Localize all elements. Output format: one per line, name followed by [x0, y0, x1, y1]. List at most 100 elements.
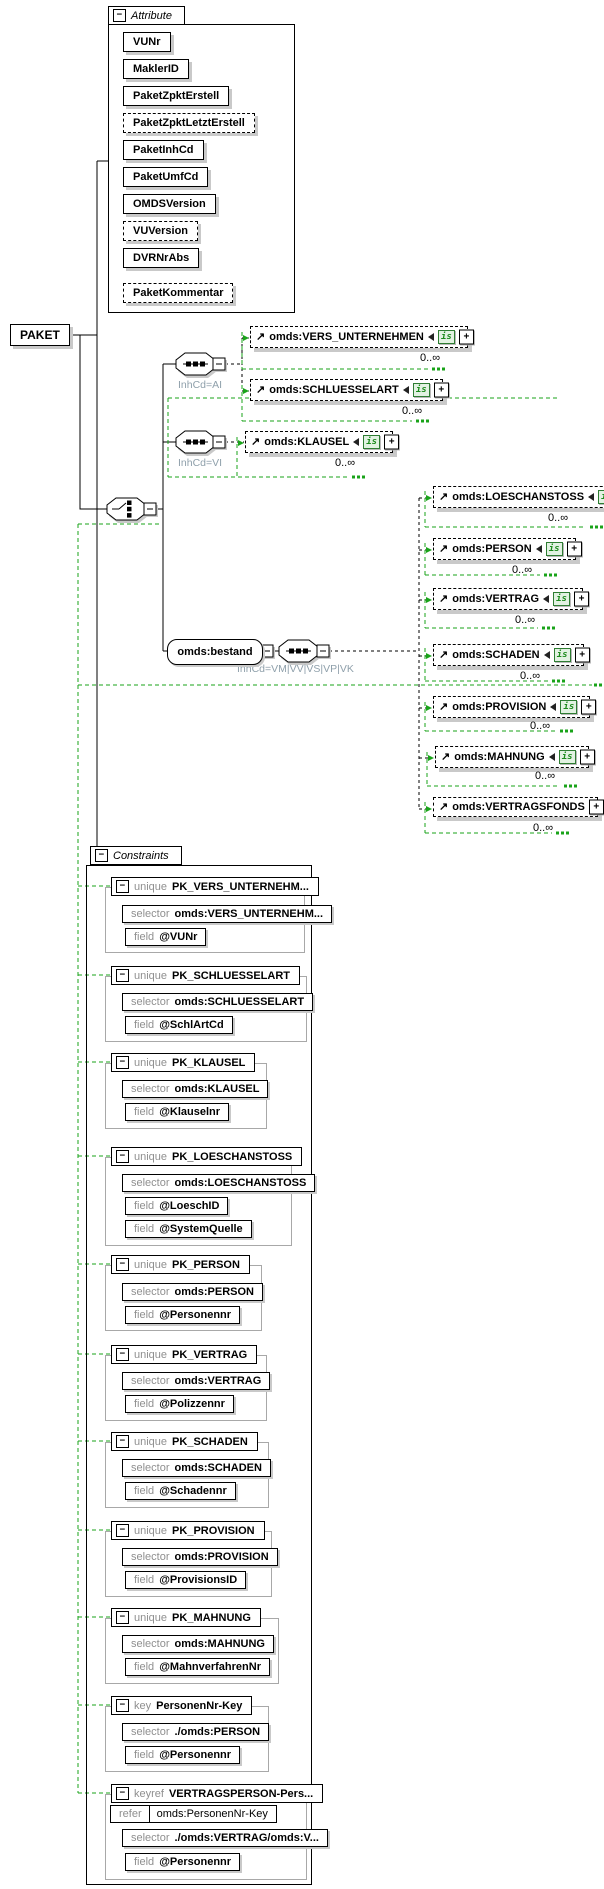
constraint-header[interactable]: − unique PK_VERTRAG — [111, 1345, 258, 1364]
constraint-selector[interactable]: selector omds:VERS_UNTERNEHM... — [122, 905, 333, 923]
collapse-icon[interactable]: − — [116, 1699, 129, 1712]
element-name: omds:SCHADEN — [452, 649, 540, 661]
attribute-paketzpktletzterstell[interactable]: PaketZpktLetztErstell — [123, 113, 255, 133]
choice-connector[interactable] — [106, 497, 158, 523]
element-omds-mahnung[interactable]: ↗ omds:MAHNUNG is + — [435, 746, 595, 768]
constraint-header[interactable]: − unique PK_VERS_UNTERNEHM... — [111, 877, 319, 896]
constraint-header[interactable]: − unique PK_KLAUSEL — [111, 1053, 256, 1072]
constraint-field[interactable]: field @Personennr — [125, 1746, 241, 1764]
constraint-field[interactable]: field @Polizzennr — [125, 1395, 234, 1413]
identity-constraint-badge: is — [553, 592, 570, 606]
identity-constraint-badge: is — [545, 542, 563, 556]
attribute-vunr[interactable]: VUNr — [123, 32, 171, 52]
field-label: field — [134, 1309, 155, 1321]
identity-constraint-badge: is — [437, 330, 455, 344]
selector-value: omds:MAHNUNG — [174, 1638, 265, 1650]
constraint-field[interactable]: field @ProvisionsID — [125, 1571, 247, 1589]
expand-icon[interactable]: + — [574, 647, 590, 663]
constraint-selector[interactable]: selector ./omds:VERTRAG/omds:V... — [122, 1829, 328, 1847]
field-label: field — [134, 1106, 155, 1118]
expand-icon[interactable]: + — [588, 799, 604, 815]
selector-label: selector — [131, 908, 170, 920]
constraint-header[interactable]: − unique PK_PROVISION — [111, 1521, 265, 1540]
field-label: field — [134, 1398, 155, 1410]
constraint-field[interactable]: field @Personennr — [125, 1306, 241, 1324]
attribute-omdsversion[interactable]: OMDSVersion — [123, 194, 216, 214]
collapse-icon[interactable]: − — [116, 1611, 129, 1624]
element-omds-person[interactable]: ↗ omds:PERSON is + — [433, 538, 582, 560]
element-omds-vertragsfonds[interactable]: ↗ omds:VERTRAGSFONDS + — [433, 797, 604, 817]
element-name: omds:VERS_UNTERNEHMEN — [269, 331, 424, 343]
selector-label: selector — [131, 996, 170, 1008]
expand-icon[interactable]: + — [458, 329, 474, 345]
left-arrow-icon — [402, 386, 409, 394]
constraint-selector[interactable]: selector omds:LOESCHANSTOSS — [122, 1174, 316, 1192]
constraint-field[interactable]: field @MahnverfahrenNr — [125, 1658, 270, 1676]
constraint-header[interactable]: − keyref VERTRAGSPERSON-Pers... — [111, 1784, 324, 1803]
element-omds-provision[interactable]: ↗ omds:PROVISION is + — [433, 696, 597, 718]
collapse-icon[interactable]: − — [116, 1258, 129, 1271]
element-omds-loeschanstoss[interactable]: ↗ omds:LOESCHANSTOSS is + — [433, 486, 604, 508]
collapse-icon[interactable]: − — [116, 1348, 129, 1361]
expand-icon[interactable]: + — [566, 541, 582, 557]
constraint-field[interactable]: field @LoeschID — [125, 1197, 229, 1215]
constraint-name: PK_SCHLUESSELART — [172, 969, 291, 982]
collapse-icon[interactable]: − — [116, 1150, 129, 1163]
collapse-icon[interactable]: − — [113, 9, 126, 22]
collapse-icon[interactable]: − — [116, 880, 129, 893]
collapse-icon[interactable]: − — [116, 1787, 129, 1800]
element-omds-klausel[interactable]: ↗ omds:KLAUSEL is + — [245, 431, 400, 453]
constraint-selector[interactable]: selector omds:PERSON — [122, 1283, 263, 1301]
constraint-header[interactable]: − unique PK_LOESCHANSTOSS — [111, 1147, 303, 1166]
constraint-header[interactable]: − unique PK_SCHLUESSELART — [111, 966, 301, 985]
sequence-connector-bestand[interactable] — [278, 639, 331, 665]
constraint-selector[interactable]: selector omds:VERTRAG — [122, 1372, 271, 1390]
sequence-connector-vi[interactable] — [175, 430, 227, 456]
constraint-header[interactable]: − unique PK_SCHADEN — [111, 1432, 258, 1451]
attribute-maklerid[interactable]: MaklerID — [123, 59, 189, 79]
collapse-icon[interactable]: − — [116, 1524, 129, 1537]
expand-icon[interactable]: + — [384, 434, 400, 450]
expand-icon[interactable]: + — [433, 382, 449, 398]
element-name: omds:KLAUSEL — [264, 436, 350, 448]
field-value: @LoeschID — [159, 1200, 220, 1212]
constraint-header[interactable]: − unique PK_MAHNUNG — [111, 1608, 261, 1627]
constraint-field[interactable]: field @Klauselnr — [125, 1103, 230, 1121]
collapse-icon[interactable]: − — [116, 1435, 129, 1448]
element-omds-bestand[interactable]: omds:bestand — [167, 639, 263, 665]
constraint-selector[interactable]: selector omds:PROVISION — [122, 1548, 278, 1566]
expand-icon[interactable]: + — [574, 591, 589, 607]
attribute-paketumfcd[interactable]: PaketUmfCd — [123, 167, 209, 187]
constraint-selector[interactable]: selector omds:KLAUSEL — [122, 1080, 269, 1098]
collapse-icon[interactable]: − — [95, 849, 108, 862]
constraint-field[interactable]: field @SystemQuelle — [125, 1220, 252, 1238]
constraint-field[interactable]: field @Schadennr — [125, 1482, 236, 1500]
root-element-paket[interactable]: PAKET — [10, 324, 70, 346]
attribute-paketinhcd[interactable]: PaketInhCd — [123, 140, 204, 160]
constraint-header[interactable]: − unique PK_PERSON — [111, 1255, 250, 1274]
element-omds-vers-unternehmen[interactable]: ↗ omds:VERS_UNTERNEHMEN is + — [250, 326, 474, 348]
constraint-selector[interactable]: selector omds:SCHLUESSELART — [122, 993, 314, 1011]
element-omds-schluesselart[interactable]: ↗ omds:SCHLUESSELART is + — [250, 379, 449, 401]
global-ref-icon: ↗ — [441, 750, 451, 763]
constraint-selector[interactable]: selector omds:SCHADEN — [122, 1459, 271, 1477]
attribute-vuversion[interactable]: VUVersion — [123, 221, 199, 241]
element-omds-schaden[interactable]: ↗ omds:SCHADEN is + — [433, 644, 590, 666]
sequence-connector-ai[interactable] — [175, 352, 227, 378]
bestand-collapse-icon[interactable] — [260, 644, 275, 659]
attribute-paketzpkterstell[interactable]: PaketZpktErstell — [123, 86, 230, 106]
constraint-selector[interactable]: selector ./omds:PERSON — [122, 1723, 270, 1741]
constraint-field[interactable]: field @Personennr — [125, 1853, 241, 1871]
attribute-paketkommentar[interactable]: PaketKommentar — [123, 283, 234, 303]
attribute-dvrnrabs[interactable]: DVRNrAbs — [123, 248, 200, 268]
constraint-field[interactable]: field @VUNr — [125, 928, 207, 946]
constraint-selector[interactable]: selector omds:MAHNUNG — [122, 1635, 274, 1653]
constraint-refer[interactable]: refer omds:PersonenNr-Key — [110, 1805, 277, 1823]
element-omds-vertrag[interactable]: ↗ omds:VERTRAG is + — [433, 588, 589, 610]
collapse-icon[interactable]: − — [116, 969, 129, 982]
collapse-icon[interactable]: − — [116, 1056, 129, 1069]
expand-icon[interactable]: + — [579, 749, 595, 765]
expand-icon[interactable]: + — [581, 699, 597, 715]
constraint-field[interactable]: field @SchlArtCd — [125, 1016, 233, 1034]
constraint-header[interactable]: − key PersonenNr-Key — [111, 1696, 253, 1715]
